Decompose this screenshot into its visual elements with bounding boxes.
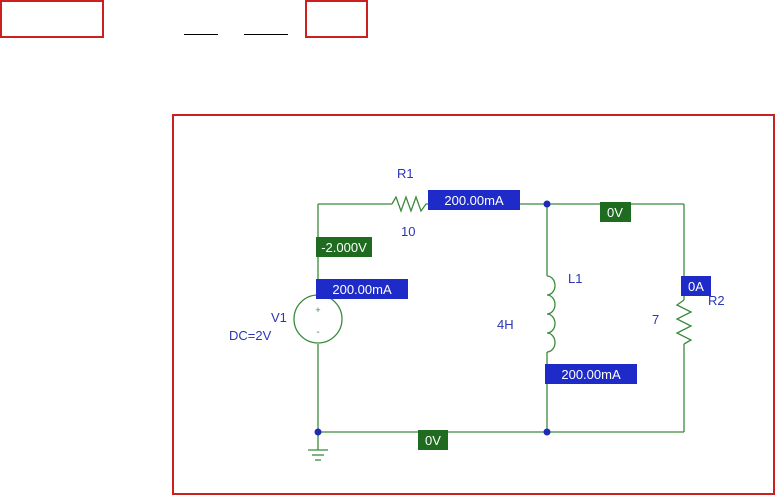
v1-name-label: V1: [271, 310, 287, 325]
v1-value-label: DC=2V: [229, 328, 272, 343]
probe-voltage-top-right[interactable]: 0V: [600, 202, 631, 222]
probe-current-r1[interactable]: 200.00mA: [428, 190, 520, 210]
l1-inductor-symbol[interactable]: [546, 275, 556, 353]
ground-icon: [308, 449, 328, 461]
probe-current-r1-text: 200.00mA: [444, 193, 504, 208]
probe-current-v1-text: 200.00mA: [332, 282, 392, 297]
junction-dot-bottom-left: [314, 428, 322, 436]
l1-name-label: L1: [568, 271, 582, 286]
r1-value-label: 10: [401, 224, 415, 239]
svg-text:+: +: [315, 305, 320, 315]
toolbar-underline-2: [244, 34, 288, 35]
probe-current-l1[interactable]: 200.00mA: [545, 364, 637, 384]
probe-current-v1[interactable]: 200.00mA: [316, 279, 408, 299]
probe-voltage-ground-text: 0V: [425, 433, 441, 448]
v1-source-symbol[interactable]: + -: [293, 294, 343, 344]
probe-voltage-source-node-text: -2.000V: [321, 240, 367, 255]
junction-dot-top: [543, 200, 551, 208]
r1-name-label: R1: [397, 166, 414, 181]
probe-current-r2-text: 0A: [688, 279, 704, 294]
svg-text:-: -: [316, 327, 319, 338]
junction-dots: [314, 200, 551, 436]
toolbar-underline-1: [184, 34, 218, 35]
probe-voltage-source-node[interactable]: -2.000V: [316, 237, 372, 257]
junction-dot-bottom-mid: [543, 428, 551, 436]
probe-voltage-ground[interactable]: 0V: [418, 430, 448, 450]
toolbar-box-right[interactable]: [305, 0, 368, 38]
r2-resistor-symbol[interactable]: [675, 299, 693, 345]
r2-name-label: R2: [708, 293, 725, 308]
probe-current-l1-text: 200.00mA: [561, 367, 621, 382]
schematic-frame: [172, 114, 775, 495]
probe-current-r2[interactable]: 0A: [681, 276, 711, 296]
r2-value-label: 7: [652, 312, 659, 327]
probe-voltage-top-right-text: 0V: [607, 205, 623, 220]
r1-resistor-symbol[interactable]: [391, 195, 428, 213]
l1-value-label: 4H: [497, 317, 514, 332]
toolbar-box-left[interactable]: [0, 0, 104, 38]
